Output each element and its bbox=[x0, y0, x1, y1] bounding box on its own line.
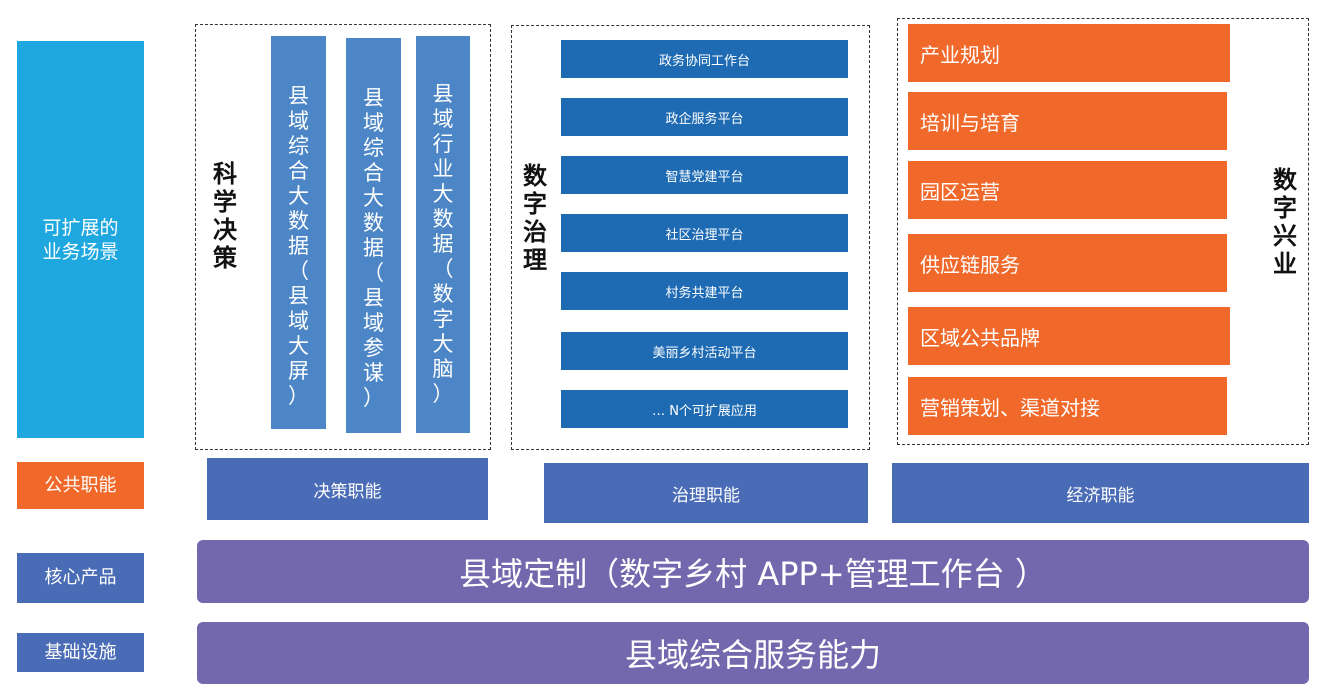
decision-bar-1: 县域 综合 大数 据（ 县域 大屏 ） bbox=[271, 36, 326, 429]
industry-title: 数字 兴业 bbox=[1273, 166, 1297, 278]
governance-title: 数字 治理 bbox=[523, 162, 547, 274]
industry-item-2: 培训与培育 bbox=[908, 92, 1227, 150]
governance-section bbox=[511, 25, 870, 450]
infrastructure-bar: 县域综合服务能力 bbox=[197, 622, 1309, 684]
platform-3: 智慧党建平台 bbox=[561, 156, 848, 194]
decision-section bbox=[195, 24, 491, 450]
decision-bar-2: 县域 综合 大数 据（ 县域 参谋 ） bbox=[346, 38, 401, 433]
platform-2: 政企服务平台 bbox=[561, 98, 848, 136]
governance-function-bar: 治理职能 bbox=[544, 463, 868, 523]
industry-section bbox=[897, 18, 1309, 445]
economic-function-bar: 经济职能 bbox=[892, 463, 1309, 523]
platform-4: 社区治理平台 bbox=[561, 214, 848, 252]
platform-5: 村务共建平台 bbox=[561, 272, 848, 310]
decision-bar-3: 县域 行业 大数 据（ 数字 大脑 ） bbox=[416, 36, 470, 433]
core-product-bar: 县域定制（数字乡村 APP+管理工作台 ） bbox=[197, 540, 1309, 603]
decision-title: 科学 决策 bbox=[213, 160, 237, 272]
industry-item-1: 产业规划 bbox=[908, 24, 1230, 82]
platform-6: 美丽乡村活动平台 bbox=[561, 332, 848, 370]
industry-item-5: 区域公共品牌 bbox=[908, 307, 1230, 365]
platform-7: … N个可扩展应用 bbox=[561, 390, 848, 428]
industry-item-6: 营销策划、渠道对接 bbox=[908, 377, 1227, 435]
decision-function-bar: 决策职能 bbox=[207, 458, 488, 520]
core-product-label: 核心产品 bbox=[17, 553, 144, 603]
public-function-label: 公共职能 bbox=[17, 462, 144, 509]
industry-item-4: 供应链服务 bbox=[908, 234, 1227, 292]
industry-item-3: 园区运营 bbox=[908, 161, 1227, 219]
infrastructure-label: 基础设施 bbox=[17, 633, 144, 672]
scenarios-label: 可扩展的 业务场景 bbox=[17, 41, 144, 438]
platform-1: 政务协同工作台 bbox=[561, 40, 848, 78]
